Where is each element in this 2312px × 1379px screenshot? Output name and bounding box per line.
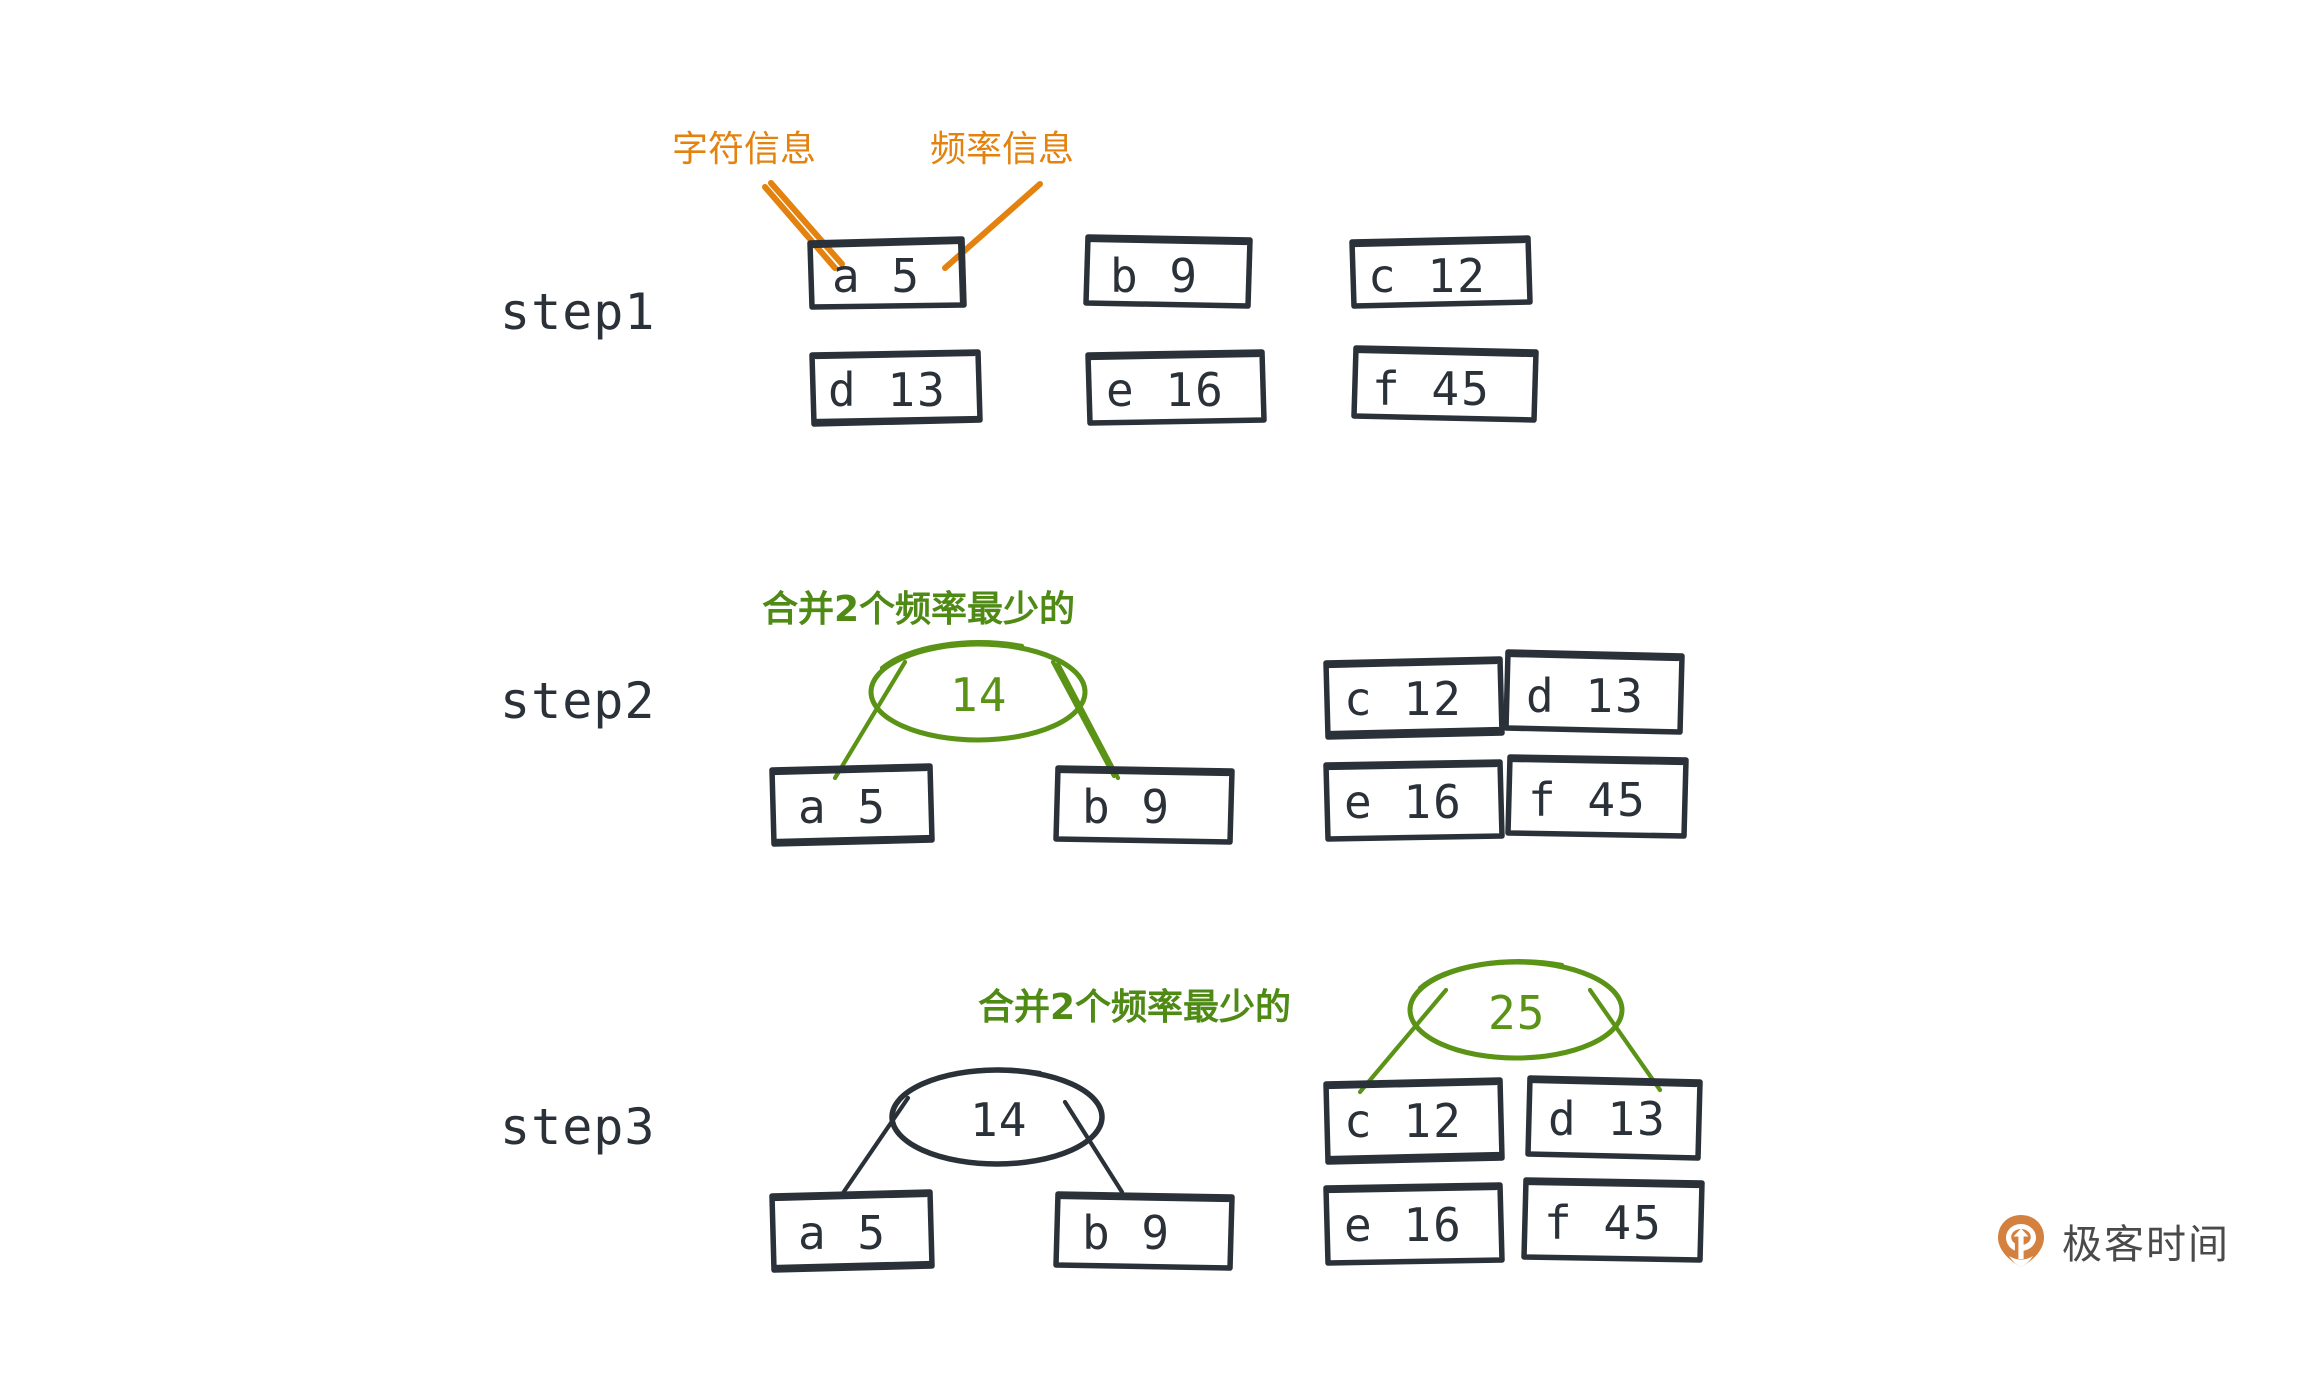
step-label-2: step2 [500,672,656,730]
node-a5-step3: a 5 [798,1206,888,1260]
node-c12-step3: c 12 [1344,1094,1463,1148]
box-b9-step3 [1053,1191,1235,1271]
box-c12-step1 [1349,235,1533,309]
node-c12-step2: c 12 [1344,672,1463,726]
box-d13-step3 [1525,1075,1703,1161]
node-d13-step1: d 13 [828,363,947,417]
connector-14-to-b9-step3 [1062,1099,1125,1195]
brand-watermark: 极客时间 [1992,1212,2230,1270]
annotation-merge-step2: 合并2个频率最少的 [762,589,1076,630]
box-b9-step2 [1053,765,1235,845]
node-e16-step3: e 16 [1344,1198,1463,1252]
node-b9-step2: b 9 [1082,780,1172,834]
node-e16-step1: e 16 [1106,363,1225,417]
box-d13-step2 [1503,649,1685,735]
box-a5-step2 [769,763,935,847]
box-c12-step2 [1323,656,1505,740]
ellipse-25-step3 [1407,959,1625,1061]
connector-14-to-a5-step2 [832,659,908,781]
node-a5-step2: a 5 [798,780,888,834]
node-f45-step1: f 45 [1372,362,1491,416]
orange-pointer-char-info [762,180,845,271]
connector-25-to-c12-step3 [1357,987,1449,1095]
annotation-char-info: 字符信息 [672,129,817,170]
node-d13-step3: d 13 [1548,1092,1667,1146]
box-e16-step1 [1085,349,1267,426]
ellipse-value-14-step2: 14 [950,668,1008,722]
box-b9-step1 [1083,234,1253,309]
step-label-3: step3 [500,1098,656,1156]
step-label-1: step1 [500,283,656,341]
box-c12-step3 [1323,1077,1505,1165]
connector-14-to-a5-step3 [840,1095,911,1196]
node-d13-step2: d 13 [1526,669,1645,723]
node-e16-step2: e 16 [1344,775,1463,829]
node-a5-step1: a 5 [832,249,922,303]
box-e16-step3 [1323,1182,1505,1266]
node-b9-step1: b 9 [1110,249,1200,303]
ellipse-value-14-step3: 14 [970,1093,1028,1147]
box-f45-step2 [1505,754,1689,839]
node-c12-step1: c 12 [1368,249,1487,303]
node-f45-step3: f 45 [1544,1196,1663,1250]
box-e16-step2 [1323,759,1505,842]
box-f45-step3 [1521,1177,1705,1263]
box-d13-step1 [809,349,983,427]
box-a5-step1 [807,236,967,310]
box-f45-step1 [1351,345,1539,423]
ellipse-14-step2 [868,640,1088,743]
annotation-freq-info: 频率信息 [930,129,1075,170]
node-f45-step2: f 45 [1528,773,1647,827]
geektime-pin-icon [1998,1215,2044,1267]
box-a5-step3 [769,1189,935,1273]
connector-14-to-b9-step2 [1050,659,1121,781]
node-b9-step3: b 9 [1082,1206,1172,1260]
ellipse-14-step3 [889,1067,1105,1167]
annotation-merge-step3: 合并2个频率最少的 [978,987,1292,1028]
connector-25-to-d13-step3 [1587,987,1663,1093]
ellipse-value-25-step3: 25 [1488,986,1546,1040]
brand-name: 极客时间 [2062,1222,2230,1268]
